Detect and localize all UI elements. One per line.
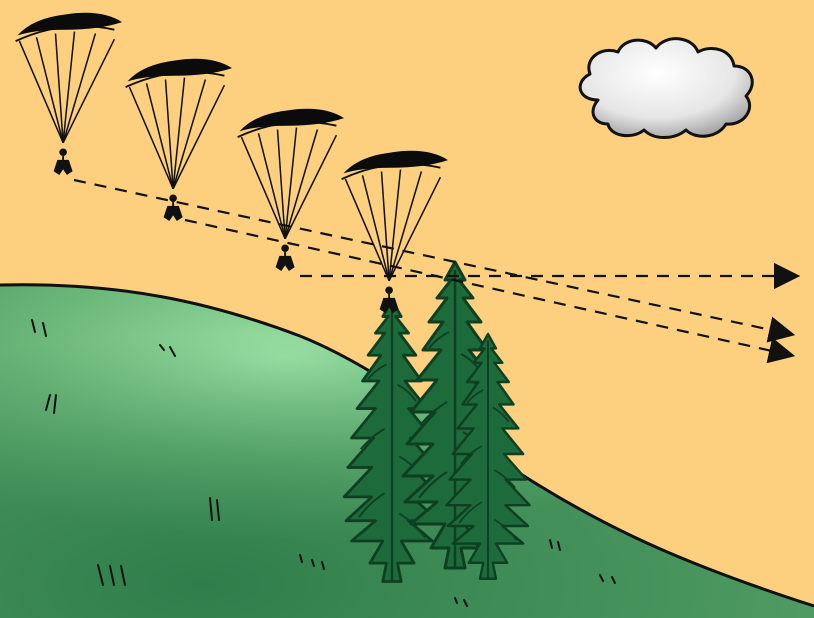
cloud <box>580 39 752 138</box>
